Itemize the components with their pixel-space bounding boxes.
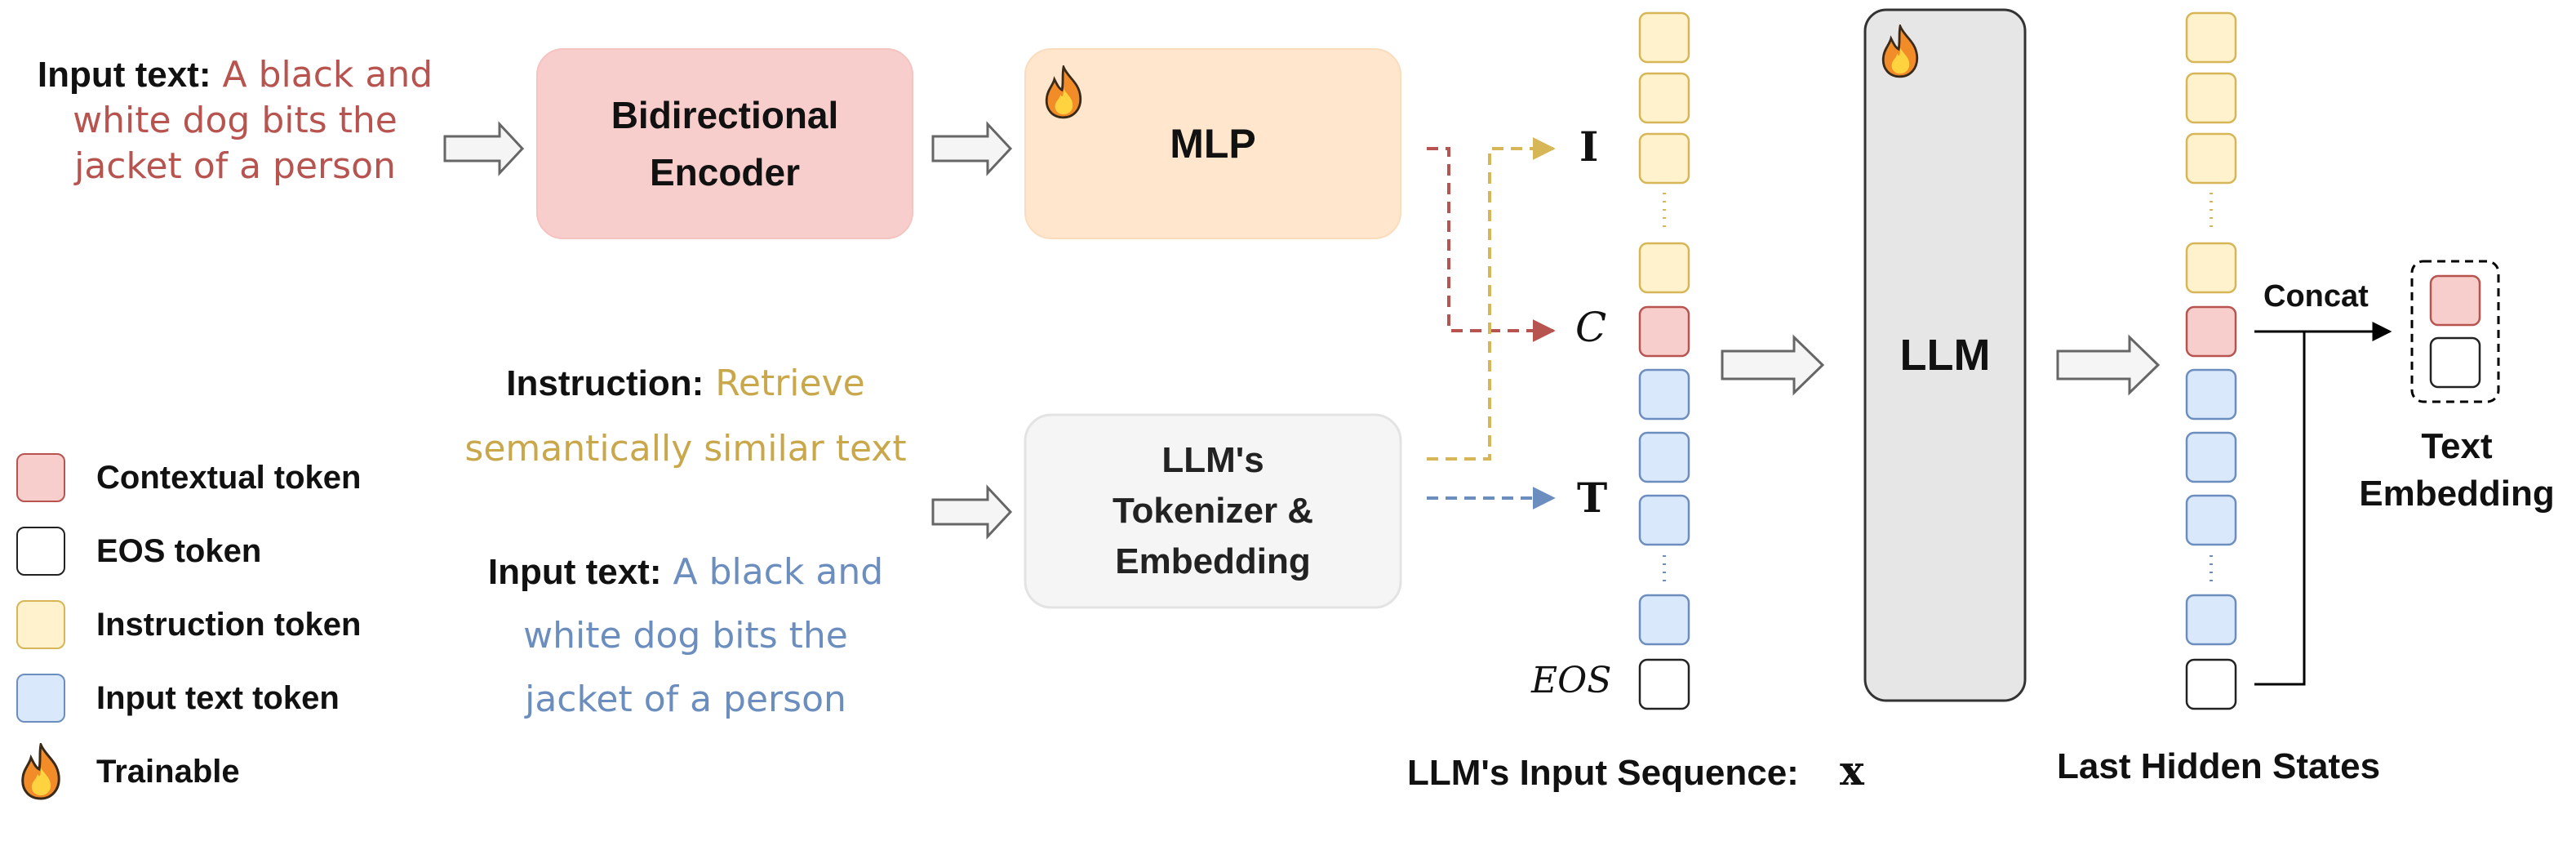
input-text-hidden-state — [2185, 431, 2237, 483]
input-text-symbol-t: T — [1577, 474, 1608, 522]
legend-label-input-text: Input text token — [96, 679, 340, 716]
input-text-top-label: Input text: — [37, 55, 211, 95]
input-text-bottom-line-1: A black and — [673, 551, 884, 593]
instruction-line-2: semantically similar text — [464, 428, 907, 470]
block-arrow-text-to-tokenizer — [931, 484, 1013, 540]
input-text-bottom-label: Input text: — [487, 552, 662, 592]
bidirectional-encoder-line-2: Encoder — [649, 151, 801, 194]
tokenizer-line-1: LLM's — [1161, 440, 1264, 480]
instruction-token — [1638, 11, 1690, 64]
input-text-token — [1638, 494, 1690, 546]
instruction-symbol-i: I — [1579, 122, 1599, 171]
contextual-token — [1638, 305, 1690, 358]
text-embedding-eos-token — [2429, 336, 2481, 389]
instruction-token — [1638, 132, 1690, 185]
input-sequence-symbol: x — [1840, 746, 1864, 794]
text-embedding-line-1: Text — [2421, 426, 2493, 466]
legend-item-contextual: Contextual token — [16, 441, 361, 514]
instruction-hidden-state — [2185, 72, 2237, 124]
legend: Contextual token EOS token Instruction t… — [16, 441, 361, 808]
input-text-bottom-line-3: jacket of a person — [525, 679, 846, 720]
legend-swatch-eos — [16, 527, 65, 576]
hidden-states-column — [2185, 11, 2237, 710]
legend-item-input-text: Input text token — [16, 661, 361, 735]
input-sequence-column — [1638, 11, 1690, 710]
instruction-token — [1638, 242, 1690, 294]
block-arrow-encoder-to-mlp — [931, 121, 1013, 176]
text-embedding-contextual-token — [2429, 274, 2481, 327]
input-text-top-line-2: white dog bits the — [73, 100, 398, 141]
dashed-arrow-mlp-to-c — [1427, 147, 1556, 342]
bidirectional-encoder-line-1: Bidirectional — [611, 94, 839, 136]
flame-icon — [21, 743, 60, 800]
bidirectional-encoder-box — [536, 48, 913, 239]
mlp-label: MLP — [1170, 121, 1256, 167]
llm-box — [1863, 8, 2027, 702]
input-text-bottom-line-2: white dog bits the — [523, 615, 848, 656]
bidirectional-encoder-label: Bidirectional Encoder — [537, 49, 913, 238]
instruction-hidden-state — [2185, 11, 2237, 64]
input-text-hidden-state — [2185, 494, 2237, 546]
legend-swatch-input-text — [16, 674, 65, 723]
eos-hidden-state — [2185, 658, 2237, 710]
mlp-box — [1024, 48, 1401, 239]
block-arrow-input-to-encoder — [443, 121, 525, 176]
instruction-text: Instruction: Retrieve semantically simil… — [433, 351, 939, 482]
instruction-token — [1638, 72, 1690, 124]
contextual-hidden-state — [2185, 305, 2237, 358]
legend-label-contextual: Contextual token — [96, 459, 362, 496]
tokenizer-box — [1024, 413, 1402, 609]
input-text-top-line-1: A black and — [222, 54, 433, 96]
tokenizer-label: LLM's Tokenizer & Embedding — [1025, 415, 1401, 608]
contextual-symbol-c: C — [1575, 304, 1607, 351]
legend-swatch-instruction — [16, 600, 65, 649]
concat-label: Concat — [2263, 279, 2369, 314]
instruction-line-1: Retrieve — [715, 363, 865, 404]
instruction-hidden-state — [2185, 242, 2237, 294]
input-text-hidden-state — [2185, 368, 2237, 421]
block-arrow-llm-to-hidden — [2056, 334, 2161, 396]
input-text-top-line-3: jacket of a person — [74, 145, 396, 187]
input-text-token — [1638, 594, 1690, 646]
legend-label-trainable: Trainable — [96, 753, 240, 790]
legend-item-eos: EOS token — [16, 514, 361, 588]
instruction-hidden-state — [2185, 132, 2237, 185]
input-text-token — [1638, 368, 1690, 421]
input-text-hidden-state — [2185, 594, 2237, 646]
last-hidden-states-caption: Last Hidden States — [2057, 746, 2381, 786]
instruction-label: Instruction: — [506, 363, 704, 403]
legend-label-eos: EOS token — [96, 532, 262, 569]
input-text-token — [1638, 431, 1690, 483]
legend-label-instruction: Instruction token — [96, 606, 362, 643]
text-embedding-line-2: Embedding — [2359, 474, 2555, 514]
text-embedding-label: Text Embedding — [2351, 423, 2563, 518]
concat-connector — [2254, 332, 2306, 686]
input-text-bottom: Input text: A black and white dog bits t… — [457, 541, 914, 732]
legend-swatch-contextual — [16, 453, 65, 502]
eos-symbol: EOS — [1531, 660, 1612, 701]
legend-item-trainable: Trainable — [16, 735, 361, 808]
input-sequence-label: LLM's Input Sequence: — [1407, 753, 1799, 793]
input-text-top: Input text: A black and white dog bits t… — [15, 52, 455, 189]
tokenizer-line-2: Tokenizer & — [1112, 491, 1314, 531]
eos-token — [1638, 658, 1690, 710]
block-arrow-seq-to-llm — [1721, 334, 1825, 396]
tokenizer-line-3: Embedding — [1115, 541, 1311, 581]
input-sequence-caption: LLM's Input Sequence: x — [1407, 746, 1864, 794]
dashed-arrow-tokenizer-to-i — [1427, 137, 1556, 461]
llm-label: LLM — [1899, 331, 1991, 380]
legend-item-instruction: Instruction token — [16, 588, 361, 661]
